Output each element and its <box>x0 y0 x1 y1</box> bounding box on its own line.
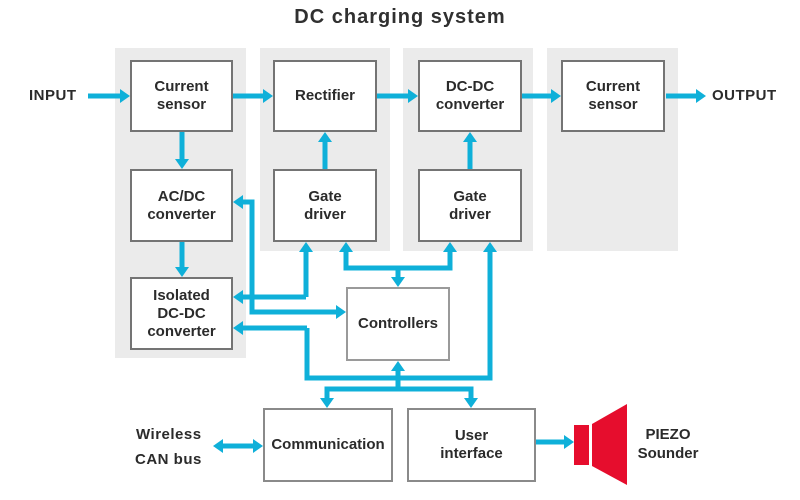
arrow-controllers-to-communication <box>320 386 398 408</box>
block-label-line: Rectifier <box>294 87 356 104</box>
block-label-line: Current <box>585 78 641 95</box>
block-communication: Communication <box>263 408 393 482</box>
block-label-line: DC-DC <box>445 78 495 95</box>
block-label-line: converter <box>147 205 216 223</box>
block-user-interface: User interface <box>407 408 536 482</box>
label-output: OUTPUT <box>712 87 777 104</box>
label-can-bus: CAN bus <box>135 451 202 468</box>
block-gate-driver-2: Gate driver <box>418 169 522 242</box>
label-piezo-line2: Sounder <box>637 445 699 462</box>
arrow-controllers-to-gate2 <box>398 242 457 271</box>
block-label-line: driver <box>449 205 491 223</box>
block-controllers: Controllers <box>346 287 450 361</box>
label-piezo-line1: PIEZO <box>645 426 691 443</box>
diagram-title: DC charging system <box>294 6 506 28</box>
block-current-sensor-output: Current sensor <box>561 60 665 132</box>
block-label-line: Controllers <box>357 315 438 332</box>
block-label-line: Isolated <box>153 286 210 304</box>
block-current-sensor-input: Current sensor <box>130 60 233 132</box>
block-label-line: driver <box>304 205 346 223</box>
block-label-line: converter <box>147 322 216 340</box>
block-label-line: User <box>454 427 489 444</box>
block-label-line: sensor <box>588 96 638 113</box>
label-wireless: Wireless <box>136 426 202 443</box>
block-label-line: AC/DC <box>157 187 206 205</box>
block-rectifier: Rectifier <box>273 60 377 132</box>
arrow-controllers-to-user-interface <box>398 386 478 408</box>
block-acdc-converter: AC/DC converter <box>130 169 233 242</box>
label-input: INPUT <box>29 87 77 104</box>
block-gate-driver-1: Gate driver <box>273 169 377 242</box>
block-label-line: DC-DC <box>157 304 206 322</box>
block-label-line: Gate <box>453 187 487 205</box>
block-label-line: interface <box>440 445 503 462</box>
block-label-line: Current <box>154 78 209 95</box>
label-piezo-sounder: PIEZO Sounder <box>608 425 728 463</box>
arrow-controllers-to-gate1 <box>339 242 398 271</box>
block-label-line: Communication <box>271 436 385 453</box>
block-dcdc-converter: DC-DC converter <box>418 60 522 132</box>
block-label-line: Gate <box>308 187 342 205</box>
block-label-line: sensor <box>156 96 207 113</box>
block-isolated-dcdc-converter: Isolated DC-DC converter <box>130 277 233 350</box>
block-label-line: converter <box>435 96 505 113</box>
